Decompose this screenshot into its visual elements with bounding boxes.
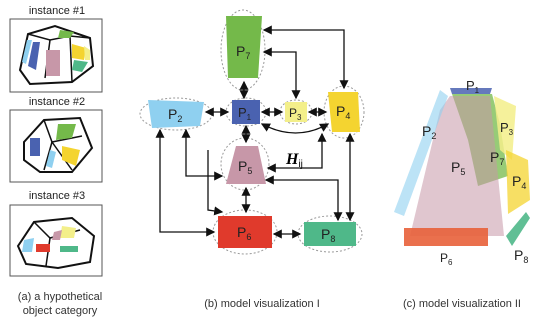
c-p5-shape: [410, 96, 504, 236]
c-p1-shape: [450, 88, 492, 94]
c-p5-label: P5: [451, 159, 465, 177]
panel-a-caption-line2: object category: [23, 305, 98, 317]
p2-shape: [148, 100, 204, 128]
instance-1-title: instance #1: [29, 5, 85, 17]
p7-shape: [226, 16, 262, 78]
p4-label: P4: [336, 103, 350, 121]
panel-a: instance #1 instance #2: [9, 5, 103, 317]
p8-shape: [304, 222, 356, 246]
p3-label: P3: [289, 106, 302, 122]
edge-label-hij: Hij: [285, 151, 303, 170]
c-p3-shape: [494, 96, 516, 160]
p1-label: P1: [238, 105, 252, 122]
c-p1-label: P1: [466, 78, 480, 95]
c-p2-label: P2: [422, 123, 436, 141]
c-p4-label: P4: [512, 173, 526, 191]
instance-2-title: instance #2: [29, 96, 85, 108]
c-p6-shape: [404, 228, 488, 246]
p6-shape: [218, 216, 272, 248]
panel-b: P7 P2 P1 P3 P4 P5 P6 P8 Hij (b) model vi…: [139, 9, 365, 310]
p5-shape: [226, 146, 266, 184]
p5-label: P5: [238, 158, 252, 176]
panel-b-caption: (b) model visualization I: [204, 298, 320, 310]
p8-ellipse: [297, 215, 363, 253]
c-p4-shape: [506, 150, 530, 214]
instance-3-title: instance #3: [29, 190, 85, 202]
instance-1-object: [18, 24, 95, 86]
c-p8-label: P8: [514, 247, 528, 265]
p6-label: P6: [237, 224, 251, 242]
instance-2-object: [23, 116, 94, 173]
panel-c-caption: (c) model visualization II: [403, 298, 521, 310]
connections: [155, 25, 355, 239]
c-p2-shape: [394, 90, 448, 216]
c-p3-label: P3: [500, 120, 514, 137]
p7-label: P7: [236, 43, 250, 61]
p8-label: P8: [321, 226, 335, 244]
instance-3-object: [16, 216, 96, 270]
p1-shape: [232, 100, 260, 124]
panel-c: P1 P2 P3 P5 P7 P4 P6 P8 (c) model visual…: [394, 78, 530, 310]
c-p7-label: P7: [490, 149, 504, 167]
panel-a-caption-line1: (a) a hypothetical: [18, 291, 102, 303]
c-p6-label: P6: [440, 251, 453, 267]
p3-shape: [285, 102, 307, 122]
c-p8-shape: [506, 212, 530, 246]
p4-shape: [328, 92, 360, 132]
p2-label: P2: [168, 106, 182, 124]
